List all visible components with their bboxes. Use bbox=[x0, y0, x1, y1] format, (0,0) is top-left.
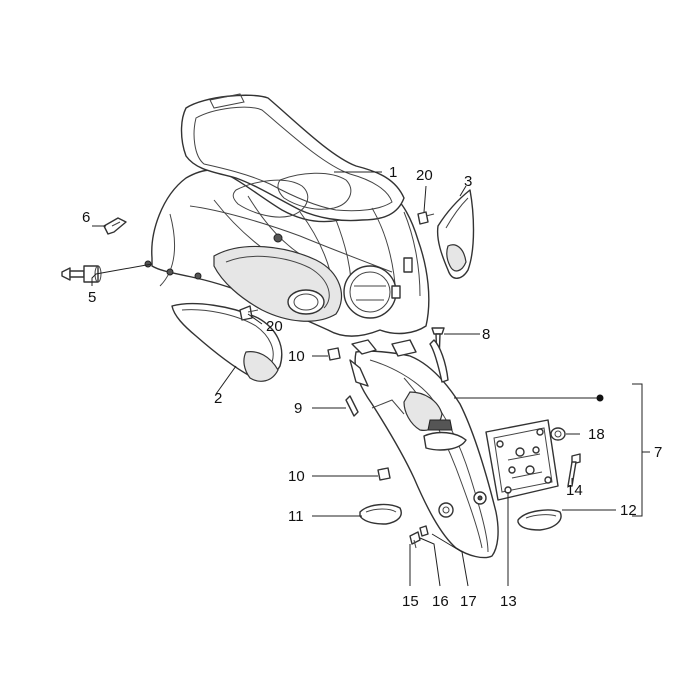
callout-6: 6 bbox=[82, 209, 90, 226]
screw-part-nine bbox=[345, 395, 359, 417]
callout-10-upper: 10 bbox=[288, 348, 305, 365]
clip-nut-part-upper bbox=[327, 347, 341, 361]
callout-18: 18 bbox=[588, 426, 605, 443]
callout-20-upper: 20 bbox=[416, 167, 433, 184]
leader-lines bbox=[91, 171, 650, 587]
side-trim-part bbox=[436, 189, 475, 279]
screw-part-lower bbox=[239, 305, 259, 321]
callout-16: 16 bbox=[432, 593, 449, 610]
callout-10-lower: 10 bbox=[288, 468, 305, 485]
callout-17: 17 bbox=[460, 593, 477, 610]
clip-part bbox=[103, 217, 127, 235]
callout-14: 14 bbox=[566, 482, 583, 499]
callout-13: 13 bbox=[500, 593, 517, 610]
callout-1: 1 bbox=[389, 164, 397, 181]
screw-spacer-part bbox=[61, 265, 102, 283]
clip-nut-part-lower bbox=[377, 467, 391, 481]
plate-light-part bbox=[517, 509, 562, 531]
callout-2: 2 bbox=[214, 390, 222, 407]
reflector-part bbox=[359, 503, 402, 525]
small-hardware-parts bbox=[409, 525, 429, 549]
lower-fairing-part bbox=[171, 302, 283, 382]
callout-12: 12 bbox=[620, 502, 637, 519]
screw-part-fourteen bbox=[567, 453, 581, 487]
callout-9: 9 bbox=[294, 400, 302, 417]
callout-8: 8 bbox=[482, 326, 490, 343]
callout-7: 7 bbox=[654, 444, 662, 461]
callout-3: 3 bbox=[464, 173, 472, 190]
front-shield-part bbox=[144, 93, 430, 337]
callout-5: 5 bbox=[88, 289, 96, 306]
screw-part-upper bbox=[417, 211, 435, 225]
callout-11: 11 bbox=[288, 508, 304, 525]
plate-holder-part bbox=[485, 419, 559, 501]
callout-20-lower: 20 bbox=[266, 318, 283, 335]
callout-15: 15 bbox=[402, 593, 419, 610]
grommet-part bbox=[550, 427, 566, 441]
rear-mudguard-part bbox=[349, 339, 499, 559]
